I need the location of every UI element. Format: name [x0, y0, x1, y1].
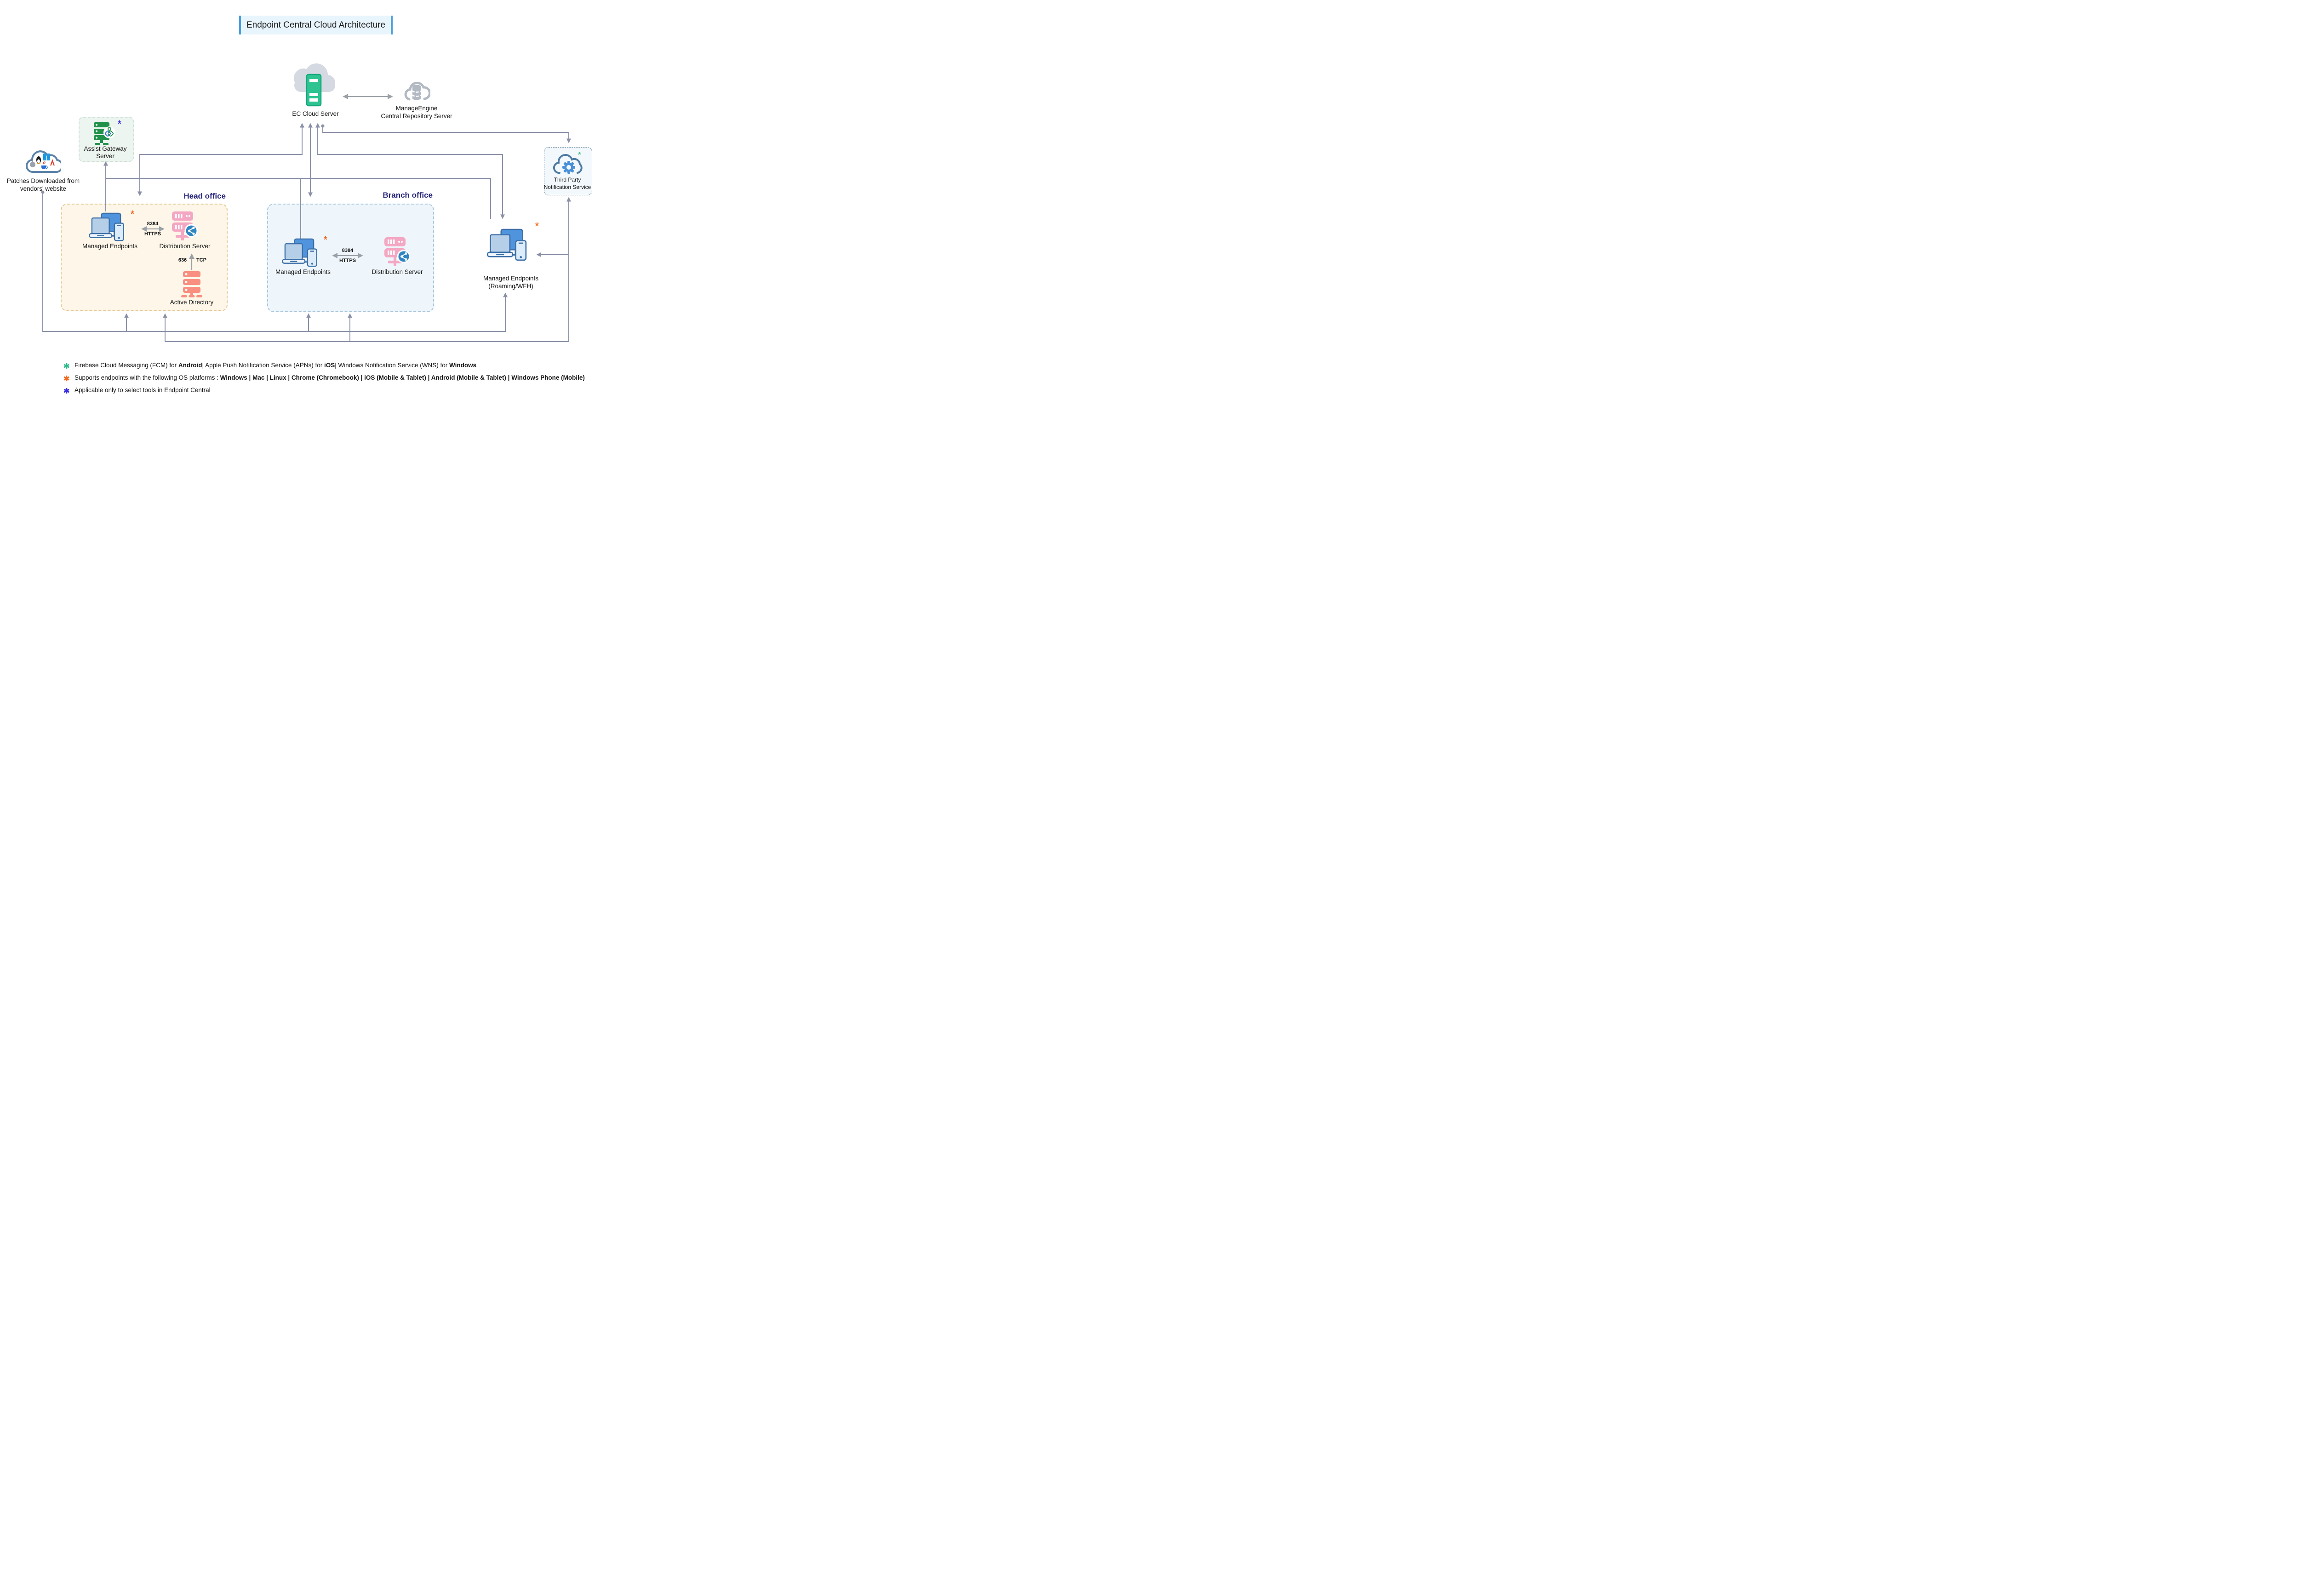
central-repository-label-1: ManageEngine — [395, 105, 438, 112]
bo-port-label: 8384 — [342, 248, 354, 253]
branch-office-title: Branch office — [383, 191, 433, 200]
footnote-row: ✱ Applicable only to select tools in Endp… — [63, 387, 585, 399]
patches-cloud-icon — [26, 150, 61, 173]
central-repository-icon — [404, 81, 430, 101]
roaming-endpoints-icon — [486, 228, 527, 261]
ec-cloud-server-label: EC Cloud Server — [292, 110, 339, 117]
head-office-title: Head office — [183, 192, 226, 200]
adobe-logo-icon — [50, 159, 55, 165]
ho-managed-endpoints-icon — [89, 212, 124, 241]
footnote-text: Supports endpoints with the following OS… — [74, 374, 585, 381]
footnote-text: Applicable only to select tools in Endpo… — [74, 387, 211, 393]
footnote-text: Firebase Cloud Messaging (FCM) for Andro… — [74, 362, 477, 369]
share-icon — [397, 250, 410, 263]
roaming-endpoints-label-2: (Roaming/WFH) — [488, 283, 533, 290]
ho-distribution-server-label: Distribution Server — [159, 243, 211, 250]
ho-managed-endpoints-label: Managed Endpoints — [82, 243, 138, 250]
bo-managed-endpoints-icon — [282, 238, 317, 267]
footnote-asterisk-icon: ✱ — [63, 363, 70, 370]
roaming-endpoints-label-1: Managed Endpoints — [483, 275, 539, 282]
bo-managed-endpoints-label: Managed Endpoints — [275, 268, 331, 275]
ho-managed-endpoints-asterisk: * — [131, 209, 134, 219]
java-logo-icon — [41, 161, 48, 169]
roaming-endpoints-asterisk: * — [535, 221, 539, 231]
patches-label-2: vendors' website — [20, 185, 67, 192]
third-party-label-1: Third Party — [554, 177, 581, 183]
ho-port-label: 8384 — [147, 221, 159, 227]
bo-protocol-label: HTTPS — [339, 258, 356, 263]
connector-lines — [41, 94, 571, 342]
linux-penguin-icon — [36, 156, 41, 164]
third-party-asterisk: * — [578, 150, 581, 159]
patches-label-1: Patches Downloaded from — [6, 177, 80, 184]
bo-distribution-server-icon — [384, 237, 410, 266]
bo-managed-endpoints-asterisk: * — [324, 235, 327, 245]
page-title: Endpoint Central Cloud Architecture — [239, 16, 393, 34]
ec-cloud-server-icon — [294, 63, 335, 107]
central-repository-label-2: Central Repository Server — [381, 113, 452, 120]
windows-logo-icon — [43, 154, 50, 160]
footnote-row: ✱ Firebase Cloud Messaging (FCM) for Andr… — [63, 362, 585, 374]
head-office-box — [61, 204, 228, 311]
ho-ad-port-label: 636 — [178, 257, 187, 263]
share-icon — [184, 224, 198, 238]
apple-logo-icon — [30, 160, 35, 167]
active-directory-icon — [181, 271, 202, 297]
footnote-row: ✱ Supports endpoints with the following O… — [63, 374, 585, 387]
ho-ad-protocol-label: TCP — [196, 257, 206, 263]
footnote-asterisk-icon: ✱ — [63, 375, 70, 383]
bo-distribution-server-label: Distribution Server — [372, 268, 423, 275]
footnotes: ✱ Firebase Cloud Messaging (FCM) for Andr… — [63, 362, 585, 399]
assist-gateway-asterisk: * — [118, 119, 121, 129]
footnote-asterisk-icon: ✱ — [63, 388, 70, 395]
ho-protocol-label: HTTPS — [144, 231, 161, 237]
ho-distribution-server-icon — [172, 211, 198, 240]
active-directory-label: Active Directory — [170, 299, 214, 306]
assist-gateway-icon — [94, 122, 115, 145]
third-party-notification-icon — [553, 154, 583, 174]
diagram-canvas: Endpoint Central Cloud Architecture — [0, 0, 608, 399]
assist-gateway-label-2: Server — [96, 153, 114, 160]
third-party-label-2: Notification Service — [543, 184, 591, 190]
assist-gateway-label-1: Assist Gateway — [84, 145, 127, 152]
